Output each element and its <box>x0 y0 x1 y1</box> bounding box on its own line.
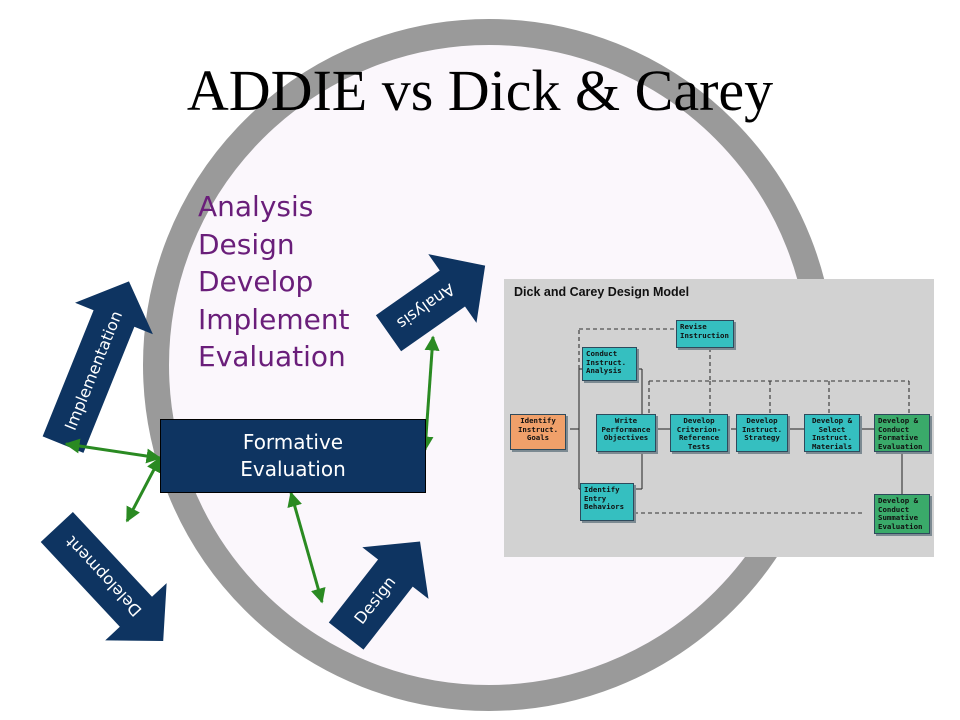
dc-box-formative-evaluation: Develop & Conduct Formative Evaluation <box>874 414 930 452</box>
dc-box-revise-instruction: Revise Instruction <box>676 320 734 348</box>
page-title: ADDIE vs Dick & Carey <box>186 58 774 123</box>
dc-box-summative-evaluation: Develop & Conduct Summative Evaluation <box>874 494 930 534</box>
dc-box-instruct-materials: Develop & Select Instruct. Materials <box>804 414 860 452</box>
dick-carey-connectors <box>570 328 910 514</box>
dc-box-criterion-tests: Develop Criterion- Reference Tests <box>670 414 728 452</box>
addie-phase-list: Analysis Design Develop Implement Evalua… <box>198 188 350 376</box>
dc-box-identify-goals: Identify Instruct. Goals <box>510 414 566 450</box>
formative-evaluation-box: Formative Evaluation <box>160 419 426 493</box>
connector-implementation <box>64 438 162 464</box>
formative-evaluation-label: Formative Evaluation <box>240 430 346 481</box>
phase-analysis: Analysis <box>198 190 314 223</box>
dc-box-entry-behaviors: Identify Entry Behaviors <box>580 483 634 521</box>
connector-analysis <box>418 335 440 452</box>
connector-design <box>287 491 326 604</box>
connector-development <box>125 456 162 523</box>
dc-box-conduct-analysis: Conduct Instruct. Analysis <box>582 347 637 381</box>
arrow-development: Delelopment <box>40 511 167 642</box>
phase-evaluation: Evaluation <box>198 340 346 373</box>
dick-carey-model-panel: Dick and Carey Design Model Revise Instr… <box>504 279 934 557</box>
dc-box-write-objectives: Write Performance Objectives <box>596 414 656 452</box>
dick-carey-title: Dick and Carey Design Model <box>514 285 690 299</box>
phase-develop: Develop <box>198 265 314 298</box>
phase-design: Design <box>198 227 295 261</box>
phase-implement: Implement <box>198 302 350 336</box>
dc-box-instruct-strategy: Develop Instruct. Strategy <box>736 414 788 452</box>
